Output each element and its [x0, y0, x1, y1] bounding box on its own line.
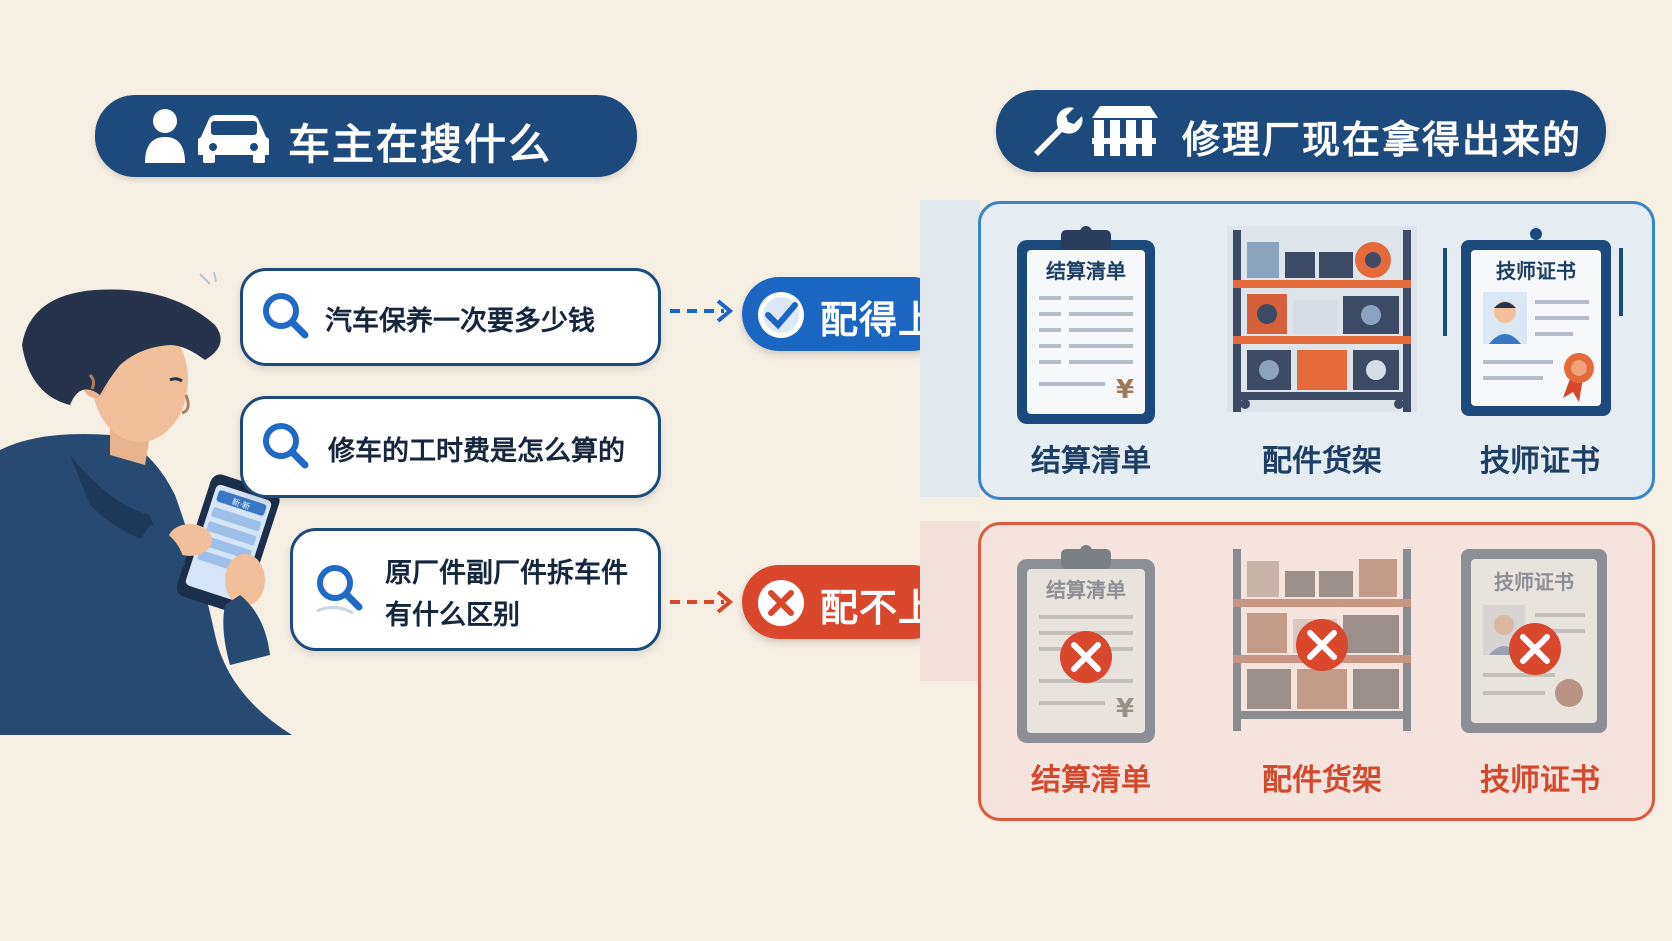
- wrench-shop-icon: [1034, 106, 1158, 156]
- yen-mark: ¥: [1116, 375, 1134, 405]
- match-badge: 配得上: [742, 277, 949, 351]
- match-badge-label: 配得上: [820, 298, 938, 342]
- nomatch-badge: 配不上: [742, 565, 949, 639]
- match-caption-shelf: 配件货架: [1262, 444, 1382, 479]
- technician-certificate-faded-icon: 技师证书: [1461, 549, 1607, 733]
- match-panel: 结算清单 ¥: [978, 201, 1655, 500]
- search-query: 修车的工时费是怎么算的: [328, 436, 625, 467]
- nomatch-caption-shelf: 配件货架: [1262, 763, 1382, 798]
- match-caption-certificate: 技师证书: [1480, 444, 1600, 479]
- check-circle-icon: [758, 292, 804, 338]
- match-caption-settlement: 结算清单: [1031, 444, 1151, 479]
- left-header-title: 车主在搜什么: [288, 120, 553, 169]
- right-header: 修理厂现在拿得出来的: [996, 90, 1606, 172]
- search-query-line1: 原厂件副厂件拆车件: [385, 558, 628, 589]
- sparkle-icon: [199, 271, 217, 285]
- yen-mark-faded: ¥: [1116, 694, 1134, 724]
- arrow-to-match: [670, 299, 734, 323]
- certificate-faded-title: 技师证书: [1494, 570, 1574, 594]
- settlement-doc-title: 结算清单: [1046, 259, 1126, 283]
- search-icon: [316, 565, 363, 615]
- nomatch-panel-shade: [920, 521, 980, 681]
- parts-shelf-icon: [1227, 226, 1417, 412]
- nomatch-caption-settlement: 结算清单: [1031, 763, 1151, 798]
- match-panel-shade: [920, 200, 980, 497]
- nomatch-panel: 结算清单 ¥ 技师证书: [978, 522, 1655, 821]
- search-query: 汽车保养一次要多少钱: [325, 306, 595, 337]
- search-icon: [263, 293, 309, 339]
- search-box-parts-types[interactable]: 原厂件副厂件拆车件 有什么区别: [290, 528, 661, 651]
- search-query-line2: 有什么区别: [385, 600, 520, 631]
- arrow-to-nomatch: [670, 590, 734, 614]
- settlement-list-icon: 结算清单 ¥: [1017, 226, 1155, 424]
- cross-circle-icon: [758, 580, 804, 626]
- settlement-faded-title: 结算清单: [1046, 578, 1126, 602]
- right-header-title: 修理厂现在拿得出来的: [1182, 118, 1583, 162]
- search-box-labor-cost[interactable]: 修车的工时费是怎么算的: [240, 396, 661, 498]
- car-owner-illustration: 新·新: [0, 289, 292, 735]
- nomatch-caption-certificate: 技师证书: [1480, 763, 1600, 798]
- left-header: 车主在搜什么: [95, 95, 637, 177]
- nomatch-badge-label: 配不上: [820, 586, 938, 630]
- settlement-list-faded-icon: 结算清单 ¥: [1017, 545, 1155, 743]
- person-car-icon: [145, 109, 269, 163]
- search-box-maintenance-price[interactable]: 汽车保养一次要多少钱: [240, 268, 661, 366]
- technician-certificate-icon: 技师证书: [1443, 228, 1623, 416]
- certificate-doc-title: 技师证书: [1496, 259, 1576, 283]
- search-icon: [263, 423, 309, 469]
- parts-shelf-faded-icon: [1233, 549, 1411, 731]
